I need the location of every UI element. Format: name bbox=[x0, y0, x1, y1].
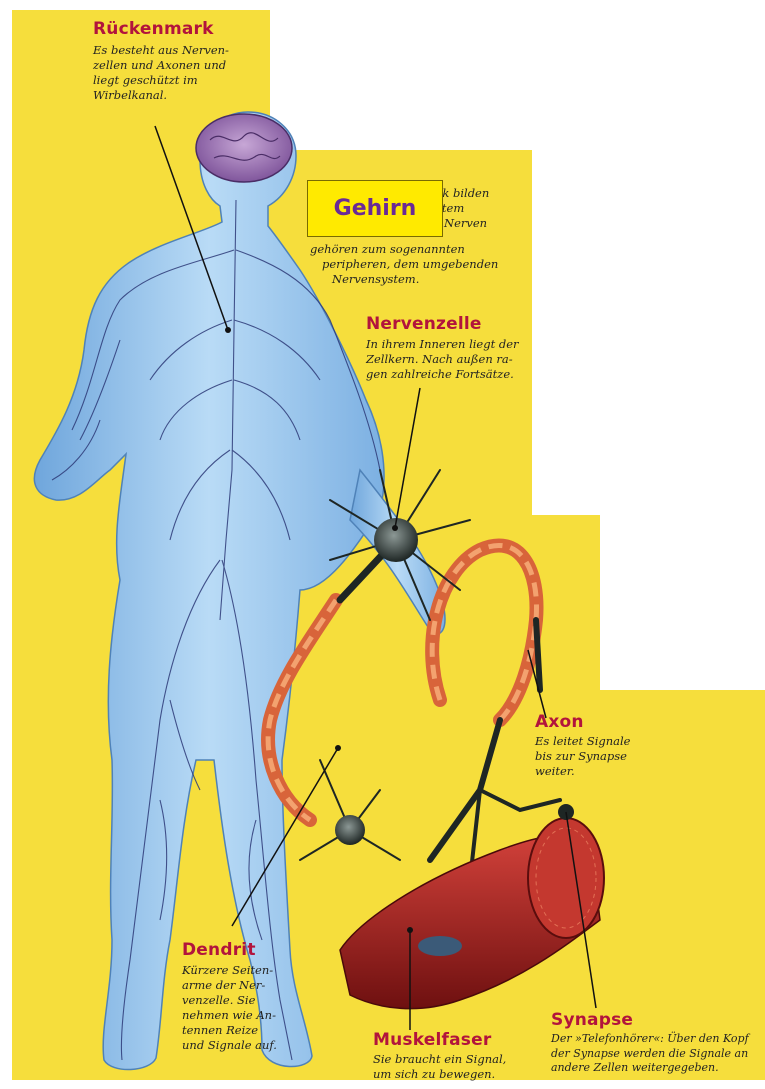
label-dendrit-line: tennen Reize bbox=[182, 1023, 292, 1038]
label-axon-title: Axon bbox=[535, 712, 645, 732]
label-gehirn-line: gehören zum sogenannten bbox=[310, 242, 530, 257]
brain-shape bbox=[196, 114, 292, 182]
label-muskelfaser-line: um sich zu bewegen. bbox=[373, 1067, 553, 1082]
label-gehirn-line: peripheren, dem umgebenden bbox=[322, 257, 530, 272]
label-nervenzelle: Nervenzelle In ihrem Inneren liegt der Z… bbox=[366, 314, 536, 382]
label-rueckenmark-line: liegt geschützt im bbox=[93, 73, 273, 88]
label-muskelfaser: Muskelfaser Sie braucht ein Signal, um s… bbox=[373, 1030, 553, 1082]
label-nervenzelle-line: In ihrem Inneren liegt der bbox=[366, 337, 536, 352]
label-dendrit: Dendrit Kürzere Seiten- arme der Ner- ve… bbox=[182, 940, 292, 1053]
label-axon-line: weiter. bbox=[535, 764, 645, 779]
label-synapse-line: Der »Telefonhörer«: Über den Kopf bbox=[551, 1032, 763, 1047]
label-gehirn-line: ark bilden bbox=[430, 186, 530, 201]
label-gehirn-line: Nervensystem. bbox=[332, 272, 530, 287]
label-dendrit-line: venzelle. Sie bbox=[182, 993, 292, 1008]
label-dendrit-line: arme der Ner- bbox=[182, 978, 292, 993]
label-nervenzelle-title: Nervenzelle bbox=[366, 314, 536, 334]
label-rueckenmark-line: Es besteht aus Nerven- bbox=[93, 43, 273, 58]
label-axon-line: bis zur Synapse bbox=[535, 749, 645, 764]
label-synapse-line: der Synapse werden die Signale an bbox=[551, 1047, 763, 1062]
label-dendrit-line: nehmen wie An- bbox=[182, 1008, 292, 1023]
label-gehirn-title: Gehirn bbox=[334, 196, 417, 221]
label-gehirn-line: stem bbox=[436, 201, 530, 216]
label-axon: Axon Es leitet Signale bis zur Synapse w… bbox=[535, 712, 645, 779]
label-synapse-line: andere Zellen weitergegeben. bbox=[551, 1061, 763, 1076]
label-synapse-title: Synapse bbox=[551, 1010, 763, 1030]
label-nervenzelle-line: Zellkern. Nach außen ra- bbox=[366, 352, 536, 367]
label-dendrit-title: Dendrit bbox=[182, 940, 292, 960]
label-gehirn-text-right: ark bilden stem Nerven bbox=[430, 186, 530, 231]
label-dendrit-line: und Signale auf. bbox=[182, 1038, 292, 1053]
label-rueckenmark-line: zellen und Axonen und bbox=[93, 58, 273, 73]
label-gehirn-line: Nerven bbox=[444, 216, 530, 231]
label-muskelfaser-title: Muskelfaser bbox=[373, 1030, 553, 1050]
label-gehirn-box: Gehirn bbox=[307, 180, 443, 237]
label-rueckenmark-title: Rückenmark bbox=[93, 19, 273, 39]
label-synapse: Synapse Der »Telefonhörer«: Über den Kop… bbox=[551, 1010, 763, 1076]
label-rueckenmark-line: Wirbelkanal. bbox=[93, 88, 273, 103]
nerve-cell-body-lower bbox=[335, 815, 365, 845]
label-nervenzelle-line: gen zahlreiche Fortsätze. bbox=[366, 367, 536, 382]
label-dendrit-line: Kürzere Seiten- bbox=[182, 963, 292, 978]
label-gehirn-text-below: gehören zum sogenannten peripheren, dem … bbox=[310, 242, 530, 287]
muscle-fiber-shape bbox=[340, 804, 604, 1009]
label-rueckenmark: Rückenmark Es besteht aus Nerven- zellen… bbox=[93, 19, 273, 103]
label-muskelfaser-line: Sie braucht ein Signal, bbox=[373, 1052, 553, 1067]
label-axon-line: Es leitet Signale bbox=[535, 734, 645, 749]
